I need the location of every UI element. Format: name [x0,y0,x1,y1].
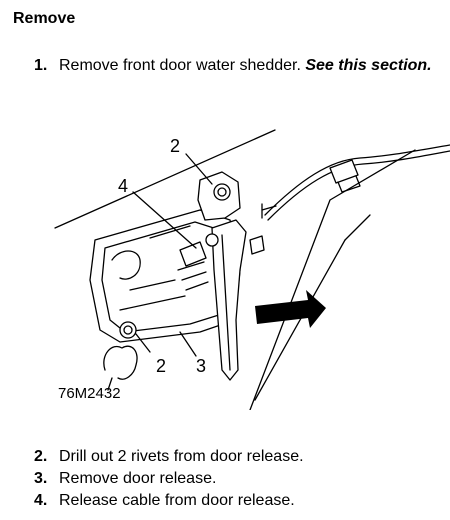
step-text: Release cable from door release. [59,492,295,509]
figure-code: 76M2432 [58,385,121,402]
step-number: 4. [34,492,48,509]
step-text: Drill out 2 rivets from door release. [59,448,304,465]
step-text: Remove door release. [59,470,217,487]
door-release-illustration: 2 4 2 3 76M2432 [0,120,450,411]
callout-3: 3 [196,356,206,376]
pull-direction-arrow [255,290,326,328]
callout-2-bottom: 2 [156,356,166,376]
step-instruction: Remove front door water shedder. [59,57,306,74]
callout-2-top: 2 [170,136,180,156]
callout-4: 4 [118,176,128,196]
section-heading: Remove [13,10,76,27]
step-number: 3. [34,470,48,487]
step-number: 1. [34,57,48,74]
step-text: Remove front door water shedder. See thi… [59,55,434,77]
door-release-drawing: 2 4 2 3 76M2432 [54,129,450,411]
section-reference-link[interactable]: See this section. [305,57,432,74]
step-number: 2. [34,448,48,465]
